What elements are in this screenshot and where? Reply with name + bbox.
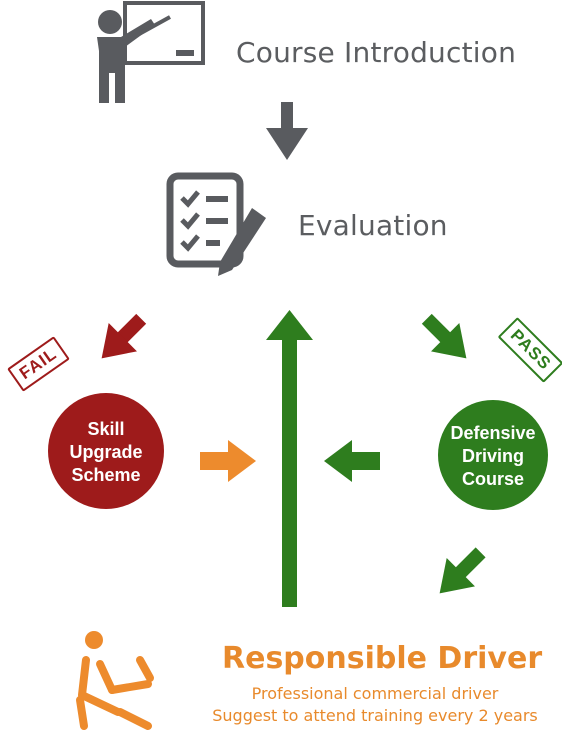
- step-evaluation: Evaluation: [298, 209, 448, 242]
- up-arrow-icon: [266, 310, 313, 607]
- pass-arrow-icon: [421, 313, 467, 359]
- result-title: Responsible Driver: [222, 641, 543, 676]
- result-line-1: Professional commercial driver: [251, 684, 499, 703]
- defensive-driving-line-2: Driving: [461, 446, 524, 466]
- green-down-left-arrow-icon: [439, 547, 486, 594]
- skill-upgrade-line-3: Scheme: [71, 465, 141, 485]
- orange-right-arrow-icon: [200, 440, 256, 482]
- skill-upgrade-line-1: Skill: [87, 419, 125, 439]
- skill-upgrade-line-2: Upgrade: [69, 442, 143, 462]
- checklist-icon: [166, 172, 266, 276]
- result-line-2: Suggest to attend training every 2 years: [212, 706, 538, 725]
- presenter-icon: [97, 1, 205, 103]
- skill-upgrade-label: Skill Upgrade Scheme: [46, 418, 166, 487]
- defensive-driving-label: Defensive Driving Course: [433, 422, 553, 491]
- step-course-introduction: Course Introduction: [236, 36, 517, 69]
- defensive-driving-line-3: Course: [461, 469, 524, 489]
- skill-upgrade-node: [48, 393, 164, 509]
- defensive-driving-node: [438, 400, 548, 510]
- driver-icon: [76, 631, 154, 730]
- defensive-driving-line-1: Defensive: [450, 423, 536, 443]
- green-left-arrow-icon: [324, 440, 380, 482]
- fail-arrow-icon: [101, 313, 147, 359]
- down-arrow-icon: [266, 102, 308, 160]
